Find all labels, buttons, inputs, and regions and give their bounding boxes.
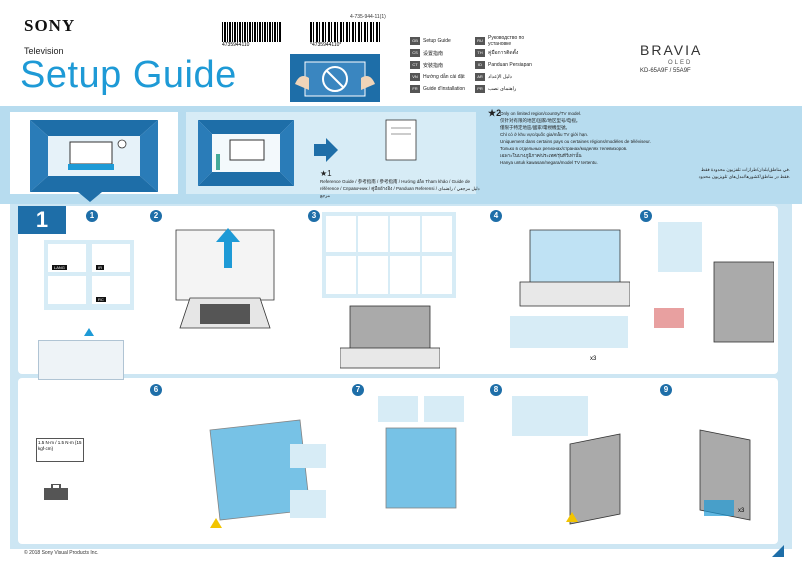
- accessory-tile: LANG: [48, 244, 86, 272]
- no-touch-icon: [295, 61, 375, 97]
- unboxing-illustration: [170, 220, 290, 340]
- document-number: 4-735-944-11(1): [350, 14, 386, 20]
- tv-on-stand-illustration: [339, 302, 441, 372]
- accessory-tiles: LANG IR RC: [44, 240, 134, 310]
- step-badge: 1: [86, 210, 98, 222]
- note-line: เฉพาะในบางภูมิภาค/ประเทศ/รุ่นทีวีเท่านั้…: [500, 153, 582, 158]
- room-illustration: [10, 112, 178, 194]
- category-label: Television: [24, 46, 64, 56]
- cable-cover-illustration: [654, 222, 775, 362]
- note-line: 仅针对有限的地区/国家/地区型号/电视。: [500, 118, 581, 123]
- reference-text: Reference Guide / 参考指南 / 參考指南 / Hướng dẫ…: [320, 179, 480, 198]
- note-line: Only on limited region/country/TV model.: [500, 111, 582, 116]
- accessory-tile: IR: [92, 244, 130, 272]
- note-line: فقط در مناطق/کشورها/مدل‌های تلویزیون محد…: [698, 174, 790, 179]
- copyright-notice: © 2018 Sony Visual Products Inc.: [24, 550, 99, 556]
- do-not-touch-banner: [290, 54, 380, 102]
- screw-count: x3: [590, 356, 597, 362]
- barcode-primary-number: 4735944110: [222, 42, 250, 48]
- toolbox-icon: [44, 483, 68, 505]
- reference-marker: ★1: [320, 169, 332, 178]
- step-badge: 8: [490, 384, 502, 396]
- sony-logo: SONY: [24, 16, 76, 35]
- product-subname: OLED: [668, 60, 693, 66]
- step-badge: 7: [352, 384, 364, 396]
- screw-count: x3: [738, 508, 745, 514]
- remote-setup-illustration: [690, 400, 780, 530]
- note-line: Chỉ có ở khu vực/quốc gia/mẫu TV giới hạ…: [500, 132, 589, 137]
- note-line: في مناطق/بلدان/طرازات تلفزيون محدودة فقط…: [700, 167, 790, 172]
- barcode-primary: [222, 22, 282, 42]
- step-badge: 2: [150, 210, 162, 222]
- tv-screw-illustration: [180, 400, 340, 540]
- barcode-secondary: [310, 22, 380, 42]
- torque-label: 1.5 N·m / 1.5 N·m {15 kgf·cm}: [36, 438, 84, 462]
- reference-guide-note: ★1 Reference Guide / 参考指南 / 參考指南 / Hướng…: [320, 170, 490, 199]
- note-line: Uniquement dans certains pays ou certain…: [500, 139, 651, 144]
- step-badge: 9: [660, 384, 672, 396]
- tv-illustration: [38, 340, 124, 380]
- up-arrow-icon: [84, 328, 94, 336]
- product-name: BRAVIA: [640, 42, 703, 58]
- step-badge: 3: [308, 210, 320, 222]
- page-title: Setup Guide: [20, 54, 237, 96]
- down-arrow-icon: [78, 184, 102, 209]
- stand-attach-illustration: [510, 220, 631, 350]
- rotate-tv-illustration: [510, 394, 630, 534]
- parts-panel: [322, 212, 456, 298]
- accessory-tile: RC: [92, 276, 130, 304]
- model-numbers: KD-65A9F / 55A9F: [640, 68, 691, 74]
- room-illustration-with-manual: [186, 112, 476, 194]
- section-number: 1: [18, 206, 66, 234]
- regional-notes: ★2 Only on limited region/country/TV mod…: [488, 109, 790, 180]
- lift-tv-illustration: [372, 392, 472, 538]
- page-turn-icon: [772, 544, 784, 562]
- note-line: Hanya untuk kawasan/negara/model TV tert…: [500, 160, 598, 165]
- note-line: Только в отдельных регионах/странах/моде…: [500, 146, 628, 151]
- barcode-secondary-number: *4735944110*: [310, 42, 342, 48]
- note-line: 僅限于特定地區/國家/電視機型號。: [500, 125, 570, 130]
- accessory-tile: [48, 276, 86, 304]
- step-badge: 6: [150, 384, 162, 396]
- notes-marker: ★2: [488, 108, 502, 118]
- step-badge: 4: [490, 210, 502, 222]
- step-badge: 5: [640, 210, 652, 222]
